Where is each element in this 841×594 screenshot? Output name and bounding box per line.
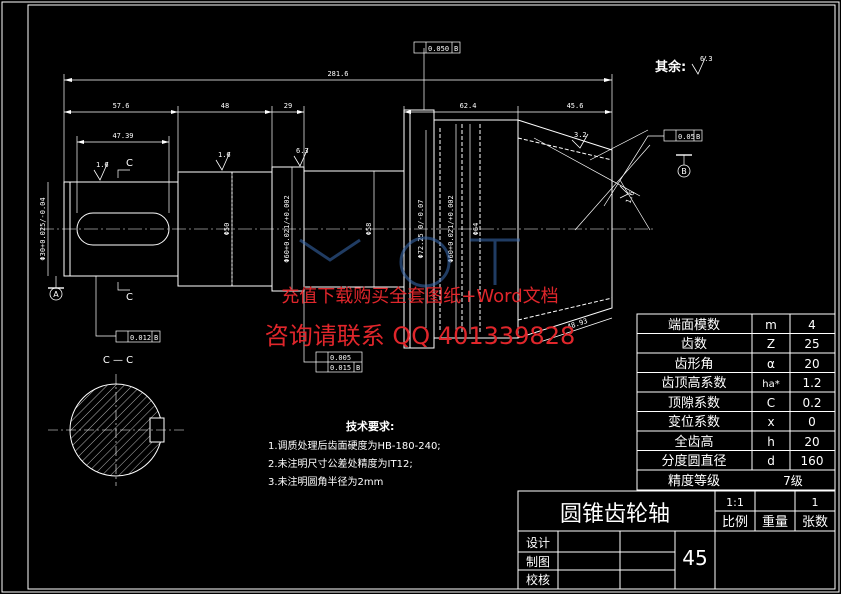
gear-row-name-1: 端面模数	[668, 318, 720, 333]
tolerance-right-value: 0.05	[678, 133, 695, 141]
gear-row-name-7: 全齿高	[674, 434, 713, 450]
roughness-symbols	[93, 55, 707, 199]
tolerance-right-datum: B	[696, 133, 700, 141]
gear-table-rows: 端面模数 m 4 齿数 Z 25 齿形角 α 20 齿顶高系数 ha* 1.2 …	[661, 318, 823, 489]
gear-row-value-9: 7级	[783, 474, 803, 488]
segment-dim-4: 62.4	[460, 102, 477, 110]
datum-b-circle	[677, 164, 691, 178]
tolerance-bottom2b-value: 0.015	[330, 364, 351, 372]
watermark-line-2: 咨询请联系 QQ 401339828	[265, 322, 575, 350]
roughness-value-4: 3.2	[574, 131, 587, 139]
gear-row-name-9: 精度等级	[668, 473, 720, 489]
gear-row-symbol-6: x	[767, 415, 774, 429]
gear-row-symbol-3: α	[767, 357, 775, 371]
gear-row-symbol-1: m	[765, 318, 777, 332]
role-drafting: 制图	[526, 555, 550, 569]
note-item-3: 3.未注明圆角半径为2mm	[268, 475, 383, 488]
datum-a-label: A	[53, 290, 59, 299]
roughness-general-value: 6.3	[700, 55, 713, 63]
note-item-1: 1.调质处理后齿面硬度为HB-180-240;	[268, 439, 441, 452]
weight-label: 重量	[762, 514, 788, 530]
shaft-view	[40, 109, 655, 349]
section-cut-label-bottom: C	[126, 292, 133, 303]
roughness-value-2: 1.6	[218, 151, 231, 159]
material-value: 45	[682, 546, 707, 570]
dim-arrows	[64, 78, 612, 144]
diameter-dim-7: Φ64	[472, 223, 480, 236]
dimension-lines	[47, 48, 685, 363]
roughness-value-5: 1.6	[624, 190, 636, 205]
diameter-dim-2: Φ50	[223, 223, 231, 236]
gear-row-name-2: 齿数	[681, 337, 707, 352]
tolerance-frames	[115, 41, 703, 373]
gear-row-symbol-4: ha*	[762, 379, 779, 390]
gear-row-symbol-7: h	[767, 435, 775, 449]
segment-dim-1: 57.6	[113, 102, 130, 110]
section-view-label: C — C	[103, 355, 133, 366]
gear-row-name-8: 分度圆直径	[661, 453, 726, 469]
diameter-dim-4: Φ58	[365, 223, 373, 236]
total-length-dim: 281.6	[327, 70, 348, 78]
gear-row-name-3: 齿形角	[674, 357, 713, 372]
diameter-dim-5: Φ72.25 0/-0.07	[417, 199, 425, 258]
title-block	[517, 490, 836, 590]
gear-row-value-3: 20	[804, 357, 819, 371]
drawing-title: 圆锥齿轮轴	[560, 502, 670, 527]
gear-row-symbol-8: d	[767, 454, 775, 468]
gear-row-value-6: 0	[808, 415, 816, 429]
watermark-logo	[299, 236, 520, 288]
gear-row-value-1: 4	[808, 318, 816, 332]
watermark-line-1: 充值下载购买全套图纸+Word文档	[281, 286, 558, 307]
gear-row-value-4: 1.2	[802, 376, 821, 390]
gear-row-name-5: 顶隙系数	[668, 396, 720, 411]
gear-row-symbol-5: C	[767, 396, 775, 410]
segment-dim-2: 48	[221, 102, 229, 110]
tolerance-top-value: 0.050	[428, 45, 449, 53]
gear-row-value-5: 0.2	[802, 396, 821, 410]
sheets-label: 张数	[802, 515, 828, 530]
notes-title: 技术要求:	[346, 419, 394, 433]
scale-value: 1:1	[726, 496, 744, 509]
roughness-value-3: 6.3	[296, 147, 309, 155]
note-item-2: 2.未注明尺寸公差处精度为IT12;	[268, 457, 413, 470]
tolerance-bottom1-datum: B	[154, 334, 158, 342]
gear-parameter-table	[636, 313, 836, 491]
section-cut-label-top: C	[126, 158, 133, 169]
gear-row-value-2: 25	[804, 337, 819, 351]
keyway-length-dim: 47.39	[112, 132, 133, 140]
diameter-dim-1: Φ30+0.025/-0.04	[39, 197, 47, 260]
diameter-dim-6: Φ60+0.021/+0.002	[447, 195, 455, 262]
tolerance-bottom2a-value: 0.005	[330, 354, 351, 362]
gear-row-value-8: 160	[801, 454, 824, 468]
roughness-value-1: 1.6	[96, 161, 109, 169]
gear-row-value-7: 20	[804, 435, 819, 449]
diameter-dim-3: Φ60+0.021/+0.002	[283, 195, 291, 262]
tolerance-top-datum: B	[454, 45, 458, 53]
gear-row-name-6: 变位系数	[668, 414, 720, 430]
sheet-count-value: 1	[812, 496, 819, 509]
segment-dim-5: 45.6	[567, 102, 584, 110]
roughness-other-label: 其余:	[655, 59, 686, 75]
tolerance-bottom2-datum: B	[356, 364, 360, 372]
tolerance-bottom1-value: 0.012	[130, 334, 151, 342]
datum-b-label: B	[681, 167, 687, 176]
scale-label: 比例	[722, 515, 748, 530]
segment-dim-3: 29	[284, 102, 292, 110]
inner-border	[27, 4, 836, 590]
role-design: 设计	[526, 536, 550, 550]
gear-row-name-4: 齿顶高系数	[661, 375, 726, 391]
section-view-cc	[48, 374, 184, 486]
gear-row-symbol-2: Z	[767, 337, 775, 351]
role-check: 校核	[526, 572, 550, 587]
